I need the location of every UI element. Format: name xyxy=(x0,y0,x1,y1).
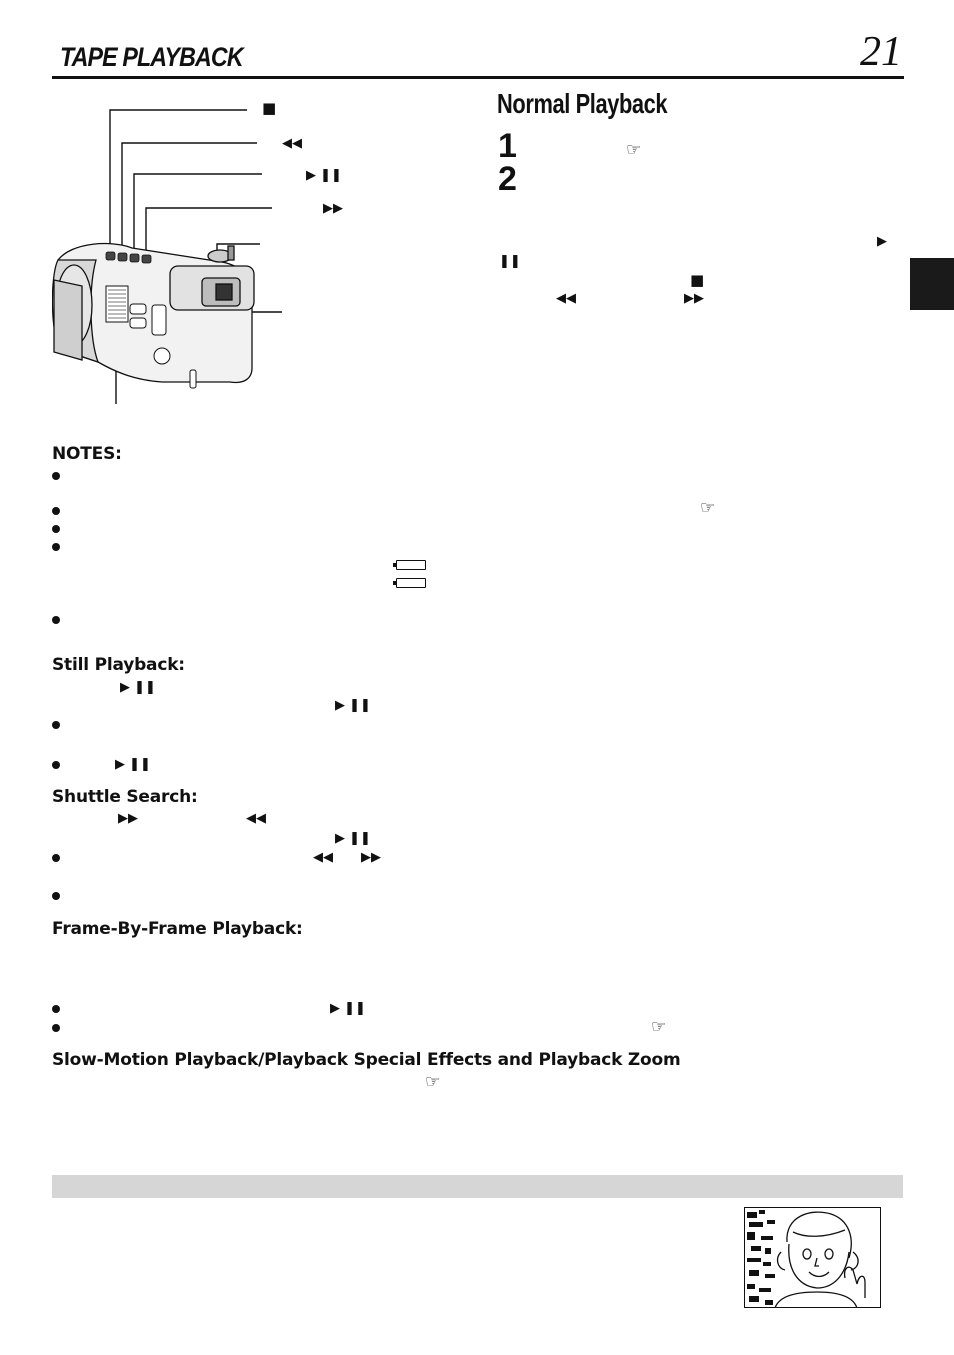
bullet xyxy=(52,616,60,624)
bullet xyxy=(52,472,60,480)
bullet xyxy=(52,721,60,729)
rewind-icon: ◀◀ xyxy=(246,811,266,826)
frame-playback-heading: Frame-By-Frame Playback: xyxy=(52,919,303,939)
step-number: 2 xyxy=(498,160,517,198)
rewind-icon: ◀◀ xyxy=(282,136,302,151)
still-playback-heading: Still Playback: xyxy=(52,655,185,675)
battery-icon xyxy=(393,578,426,588)
header-rule xyxy=(52,76,904,79)
play-pause-icon: ▶ ❚❚ xyxy=(335,831,371,846)
page-number: 21 xyxy=(860,29,902,75)
stop-icon: ■ xyxy=(690,271,705,289)
bullet xyxy=(52,761,60,769)
bullet xyxy=(52,1005,60,1013)
step-number: 1 xyxy=(498,127,517,165)
bullet xyxy=(52,507,60,515)
notes-heading: NOTES: xyxy=(52,444,122,464)
cartoon-illustration xyxy=(744,1207,881,1308)
play-pause-icon: ▶ ❚❚ xyxy=(120,680,156,695)
camcorder-diagram xyxy=(52,109,282,404)
fast-forward-icon: ▶▶ xyxy=(323,201,343,216)
play-pause-icon: ▶ ❚❚ xyxy=(335,698,371,713)
reference-icon: ☞ xyxy=(700,498,716,518)
stop-icon: ■ xyxy=(262,99,277,117)
shuttle-search-heading: Shuttle Search: xyxy=(52,787,198,807)
bullet xyxy=(52,543,60,551)
reference-icon: ☞ xyxy=(651,1017,667,1037)
bullet xyxy=(52,854,60,862)
rewind-icon: ◀◀ xyxy=(313,850,333,865)
header-title: TAPE PLAYBACK xyxy=(60,42,244,72)
reference-icon: ☞ xyxy=(626,140,642,160)
bullet xyxy=(52,1024,60,1032)
slow-motion-heading: Slow-Motion Playback/Playback Special Ef… xyxy=(52,1050,681,1070)
play-pause-icon: ▶ ❚❚ xyxy=(115,757,151,772)
play-icon: ▶ xyxy=(877,234,887,249)
pause-icon: ❚❚ xyxy=(499,254,521,269)
play-pause-icon: ▶ ❚❚ xyxy=(306,168,342,183)
section-title: Normal Playback xyxy=(497,88,668,119)
side-tab-marker xyxy=(910,258,954,310)
fast-forward-icon: ▶▶ xyxy=(361,850,381,865)
fast-forward-icon: ▶▶ xyxy=(684,291,704,306)
bullet xyxy=(52,892,60,900)
bullet xyxy=(52,525,60,533)
reference-icon: ☞ xyxy=(425,1072,441,1092)
fast-forward-icon: ▶▶ xyxy=(118,811,138,826)
tip-bar xyxy=(52,1175,903,1198)
battery-icon xyxy=(393,560,426,570)
rewind-icon: ◀◀ xyxy=(556,291,576,306)
play-pause-icon: ▶ ❚❚ xyxy=(330,1001,366,1016)
